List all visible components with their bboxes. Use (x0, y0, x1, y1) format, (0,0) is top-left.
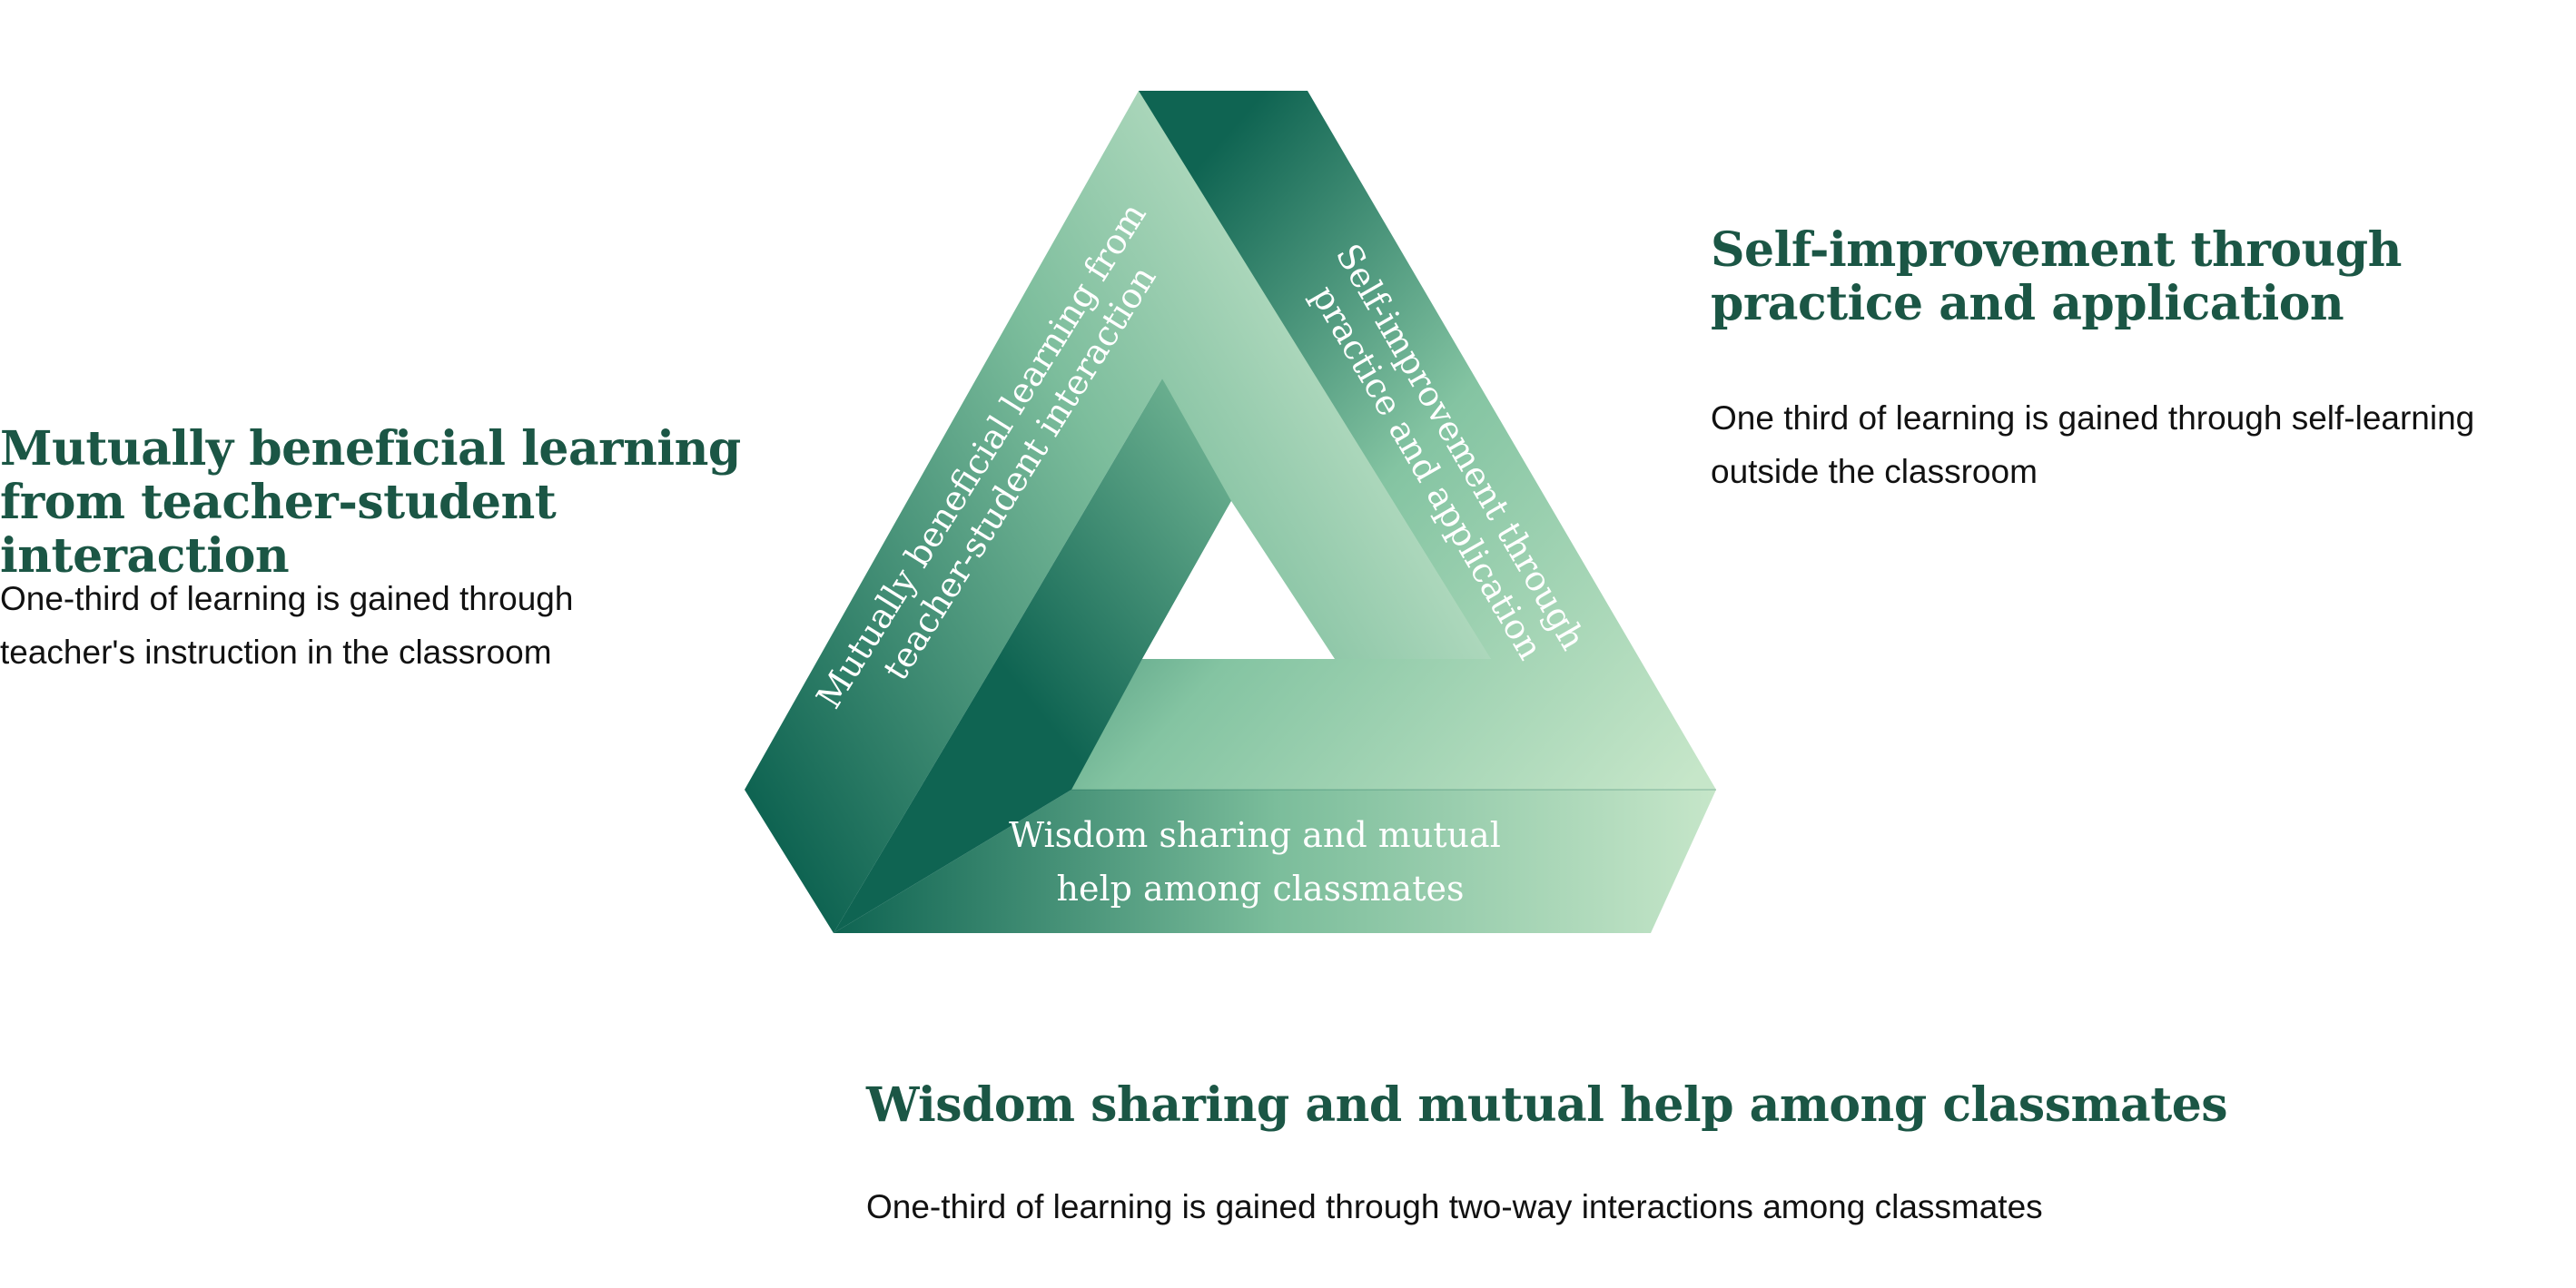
bottom-band-label-line-1: Wisdom sharing and mutual (1009, 815, 1501, 855)
inner-strip (834, 379, 1231, 933)
right-section-description: One third of learning is gained through … (1711, 399, 2475, 490)
bottom-section-description: One-third of learning is gained through … (866, 1188, 2043, 1225)
bottom-section-title: Wisdom sharing and mutual help among cla… (866, 1077, 2228, 1133)
left-section-description: One-third of learning is gained through … (0, 580, 574, 671)
bottom-band-label-line-2: help among classmates (1056, 869, 1464, 909)
right-band (1070, 91, 1716, 791)
bottom-band-label: Wisdom sharing and mutual help among cla… (1009, 815, 1512, 909)
bottom-band (834, 790, 1716, 933)
right-section-title: Self-improvement through practice and ap… (1711, 222, 2402, 331)
left-section-title: Mutually beneficial learning from teache… (0, 421, 741, 584)
inner-wedge (1142, 501, 1335, 659)
